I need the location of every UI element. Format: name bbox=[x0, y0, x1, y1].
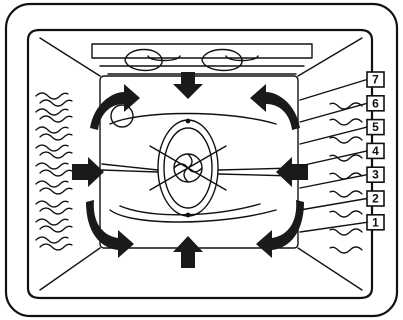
shelf-support-left bbox=[36, 93, 68, 99]
shelf-support-right bbox=[330, 211, 362, 217]
shelf-support-right bbox=[330, 229, 362, 235]
shelf-support-left bbox=[36, 237, 68, 243]
left-shelf-supports bbox=[36, 93, 72, 250]
callout-leader-line bbox=[300, 222, 367, 232]
perspective-line-bottom-left bbox=[40, 248, 100, 290]
callout-leader-line bbox=[300, 175, 367, 188]
callout-leader-line bbox=[300, 199, 367, 211]
fan-icon bbox=[150, 119, 226, 218]
shelf-support-left bbox=[40, 244, 72, 250]
perspective-line-bottom-right bbox=[298, 248, 362, 290]
shelf-level-label: 5 bbox=[372, 120, 379, 134]
shelf-level-label: 7 bbox=[372, 73, 379, 87]
shelf-level-label: 4 bbox=[372, 144, 379, 158]
callout-leader-line bbox=[300, 127, 367, 144]
shelf-support-right bbox=[330, 191, 362, 197]
shelf-support-left bbox=[36, 219, 68, 225]
shelf-support-left bbox=[40, 188, 72, 194]
shelf-level-label: 1 bbox=[372, 215, 379, 229]
shelf-support-left bbox=[36, 127, 68, 133]
callout-leader-line bbox=[300, 151, 367, 166]
oven-light-icon bbox=[111, 105, 133, 127]
shelf-support-right bbox=[330, 247, 362, 253]
callout-leader-line bbox=[300, 80, 367, 101]
shelf-support-left bbox=[40, 134, 72, 140]
shelf-support-left bbox=[36, 145, 68, 151]
shelf-support-left bbox=[40, 226, 72, 232]
shelf-level-1: 1 bbox=[300, 215, 384, 232]
shelf-level-label: 6 bbox=[372, 96, 379, 110]
shelf-support-left bbox=[36, 163, 68, 169]
shelf-support-left bbox=[36, 201, 68, 207]
shelf-support-left bbox=[40, 208, 72, 214]
airflow-streaks bbox=[102, 114, 294, 223]
shelf-level-label: 2 bbox=[372, 192, 379, 206]
shelf-support-right bbox=[330, 137, 362, 143]
shelf-level-label: 3 bbox=[372, 168, 379, 182]
perspective-line-top-left bbox=[40, 38, 100, 76]
shelf-support-left bbox=[40, 116, 72, 122]
shelf-support-left bbox=[36, 109, 68, 115]
shelf-support-left bbox=[40, 100, 72, 106]
heating-element-icon bbox=[92, 44, 312, 74]
shelf-support-left bbox=[40, 152, 72, 158]
shelf-support-left bbox=[40, 170, 72, 176]
shelf-support-left bbox=[36, 181, 68, 187]
right-shelf-supports bbox=[330, 103, 362, 253]
shelf-support-right bbox=[330, 119, 362, 125]
